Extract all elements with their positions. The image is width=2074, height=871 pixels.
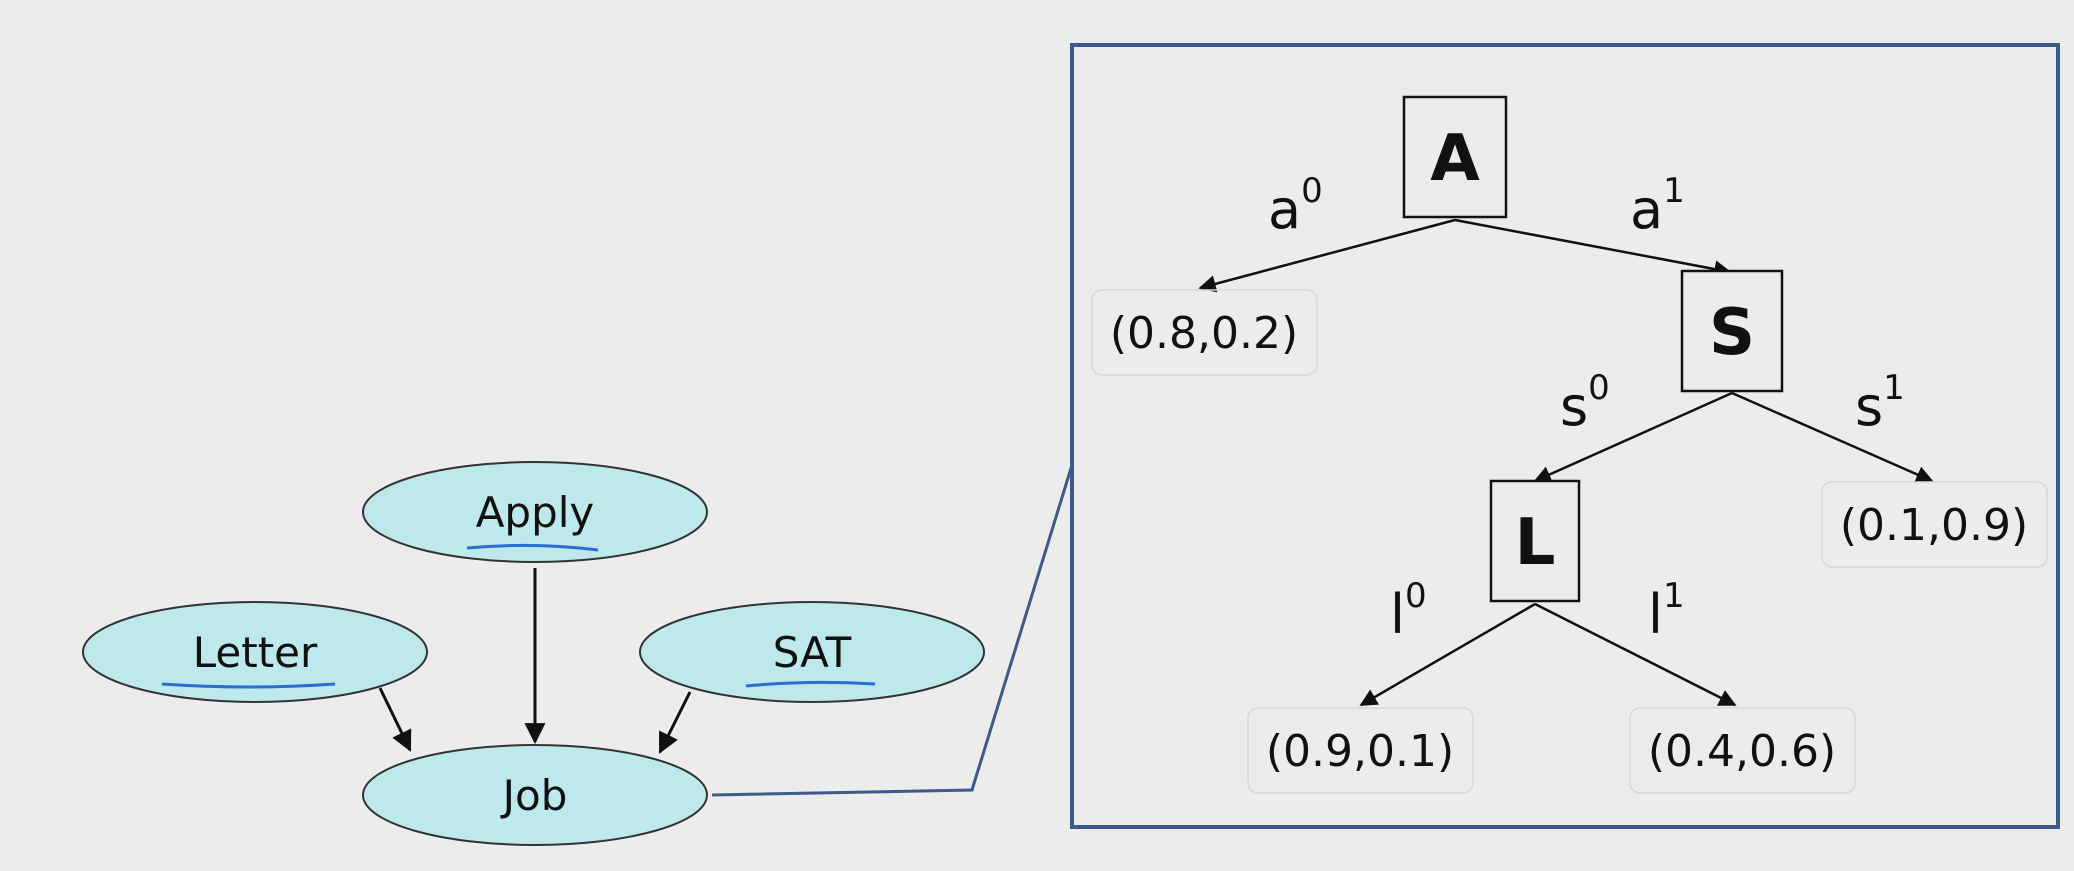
tree-edge-a0 [1198,218,1456,293]
edge-label-l0: l0 [1390,576,1427,646]
node-apply: Apply [362,461,708,563]
node-sat-label: SAT [773,628,852,677]
node-apply-label: Apply [476,488,595,537]
node-letter-label: Letter [193,628,318,677]
tree-node-s: S [1680,269,1784,393]
leaf-l1: (0.4,0.6) [1629,707,1856,794]
zoom-connector [711,464,1074,797]
node-job: Job [362,744,708,846]
leaf-s1-label: (0.1,0.9) [1840,500,2028,551]
tree-node-l: L [1489,479,1581,603]
edge-label-s0: s0 [1560,368,1610,438]
tree-edge-a1 [1454,218,1732,278]
apply-underline [466,543,599,552]
node-letter: Letter [82,601,428,703]
tree-node-a-label: A [1430,122,1480,196]
tree-node-l-label: L [1515,506,1556,580]
leaf-l0: (0.9,0.1) [1247,707,1474,794]
sat-underline [745,680,876,688]
leaf-a0: (0.8,0.2) [1091,289,1318,376]
leaf-l1-label: (0.4,0.6) [1648,726,1836,777]
leaf-a0-label: (0.8,0.2) [1110,308,1298,359]
tree-node-a: A [1402,95,1508,219]
letter-underline [161,682,336,689]
tree-frame [1070,43,2060,829]
edge-label-s1: s1 [1855,368,1905,438]
leaf-l0-label: (0.9,0.1) [1266,726,1454,777]
tree-edge-s0 [1533,391,1733,483]
tree-node-s-label: S [1709,296,1755,370]
leaf-s1: (0.1,0.9) [1821,481,2048,568]
tree-edge-l0 [1359,602,1536,707]
node-job-label: Job [500,771,568,820]
tree-edge-s1 [1731,391,1934,483]
edge-label-a0: a0 [1268,171,1323,241]
edge-letter-job [378,687,412,752]
edge-label-l1: l1 [1648,576,1685,646]
tree-edge-l1 [1534,602,1737,707]
edge-sat-job [658,691,692,754]
edge-label-a1: a1 [1630,171,1685,241]
node-sat: SAT [639,601,985,703]
